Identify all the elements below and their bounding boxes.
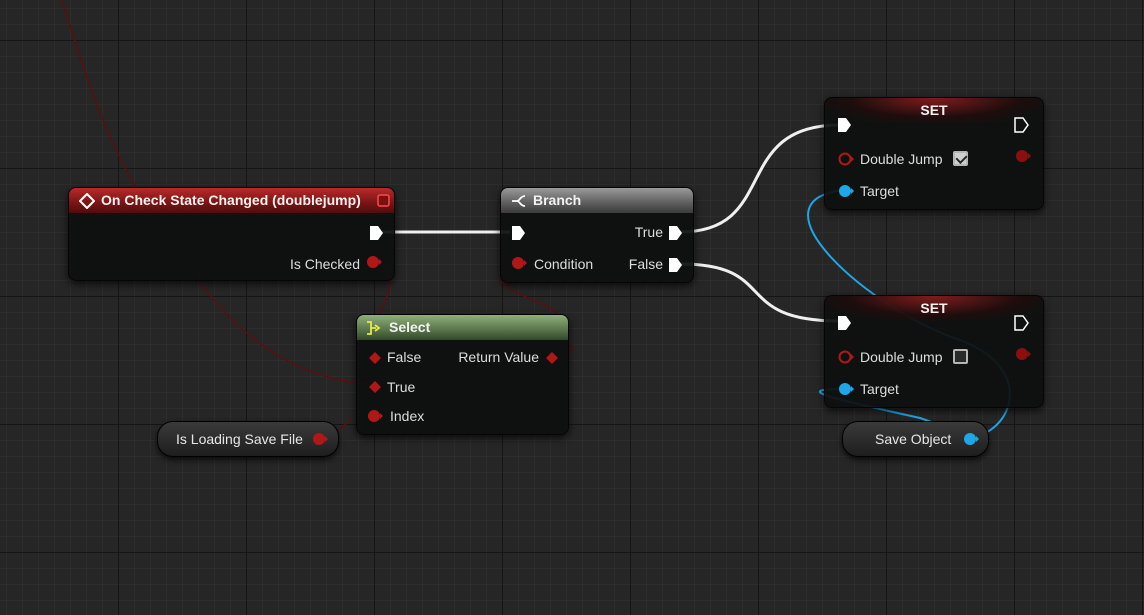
- select-false-pin-icon[interactable]: [369, 352, 381, 364]
- index-pin-icon[interactable]: [367, 409, 383, 423]
- event-node-title: On Check State Changed (doublejump): [101, 192, 361, 208]
- set-bottom-target-label: Target: [860, 381, 899, 397]
- select-true-label: True: [387, 379, 416, 395]
- set-bottom-double-jump-pin-icon[interactable]: [838, 350, 854, 364]
- is-loading-save-file-label: Is Loading Save File: [176, 431, 303, 447]
- bool-wire-condition: [499, 279, 561, 317]
- set-bottom-exec-out-pin-icon[interactable]: [1014, 315, 1029, 331]
- set-bottom-target-pin-icon[interactable]: [838, 382, 854, 396]
- event-node-header: On Check State Changed (doublejump): [69, 188, 394, 213]
- branch-icon: [512, 195, 526, 207]
- select-true-pin-icon[interactable]: [369, 381, 381, 393]
- stop-delegate-icon[interactable]: [377, 194, 390, 207]
- set-node-top-header: SET: [825, 98, 1043, 123]
- select-icon: [367, 321, 381, 335]
- event-node-check-state-changed[interactable]: On Check State Changed (doublejump) Is C…: [68, 187, 395, 281]
- set-top-double-jump-label: Double Jump: [860, 151, 943, 167]
- set-top-exec-in-pin-icon[interactable]: [837, 117, 852, 133]
- set-node-top-title: SET: [920, 102, 948, 118]
- set-top-double-jump-pin-icon[interactable]: [838, 152, 854, 166]
- branch-node-title: Branch: [533, 192, 582, 208]
- save-object-pin-icon[interactable]: [963, 432, 979, 446]
- bool-wire-background: [61, 0, 151, 211]
- set-bottom-output-pin-icon[interactable]: [1015, 347, 1031, 361]
- exec-in-pin-icon[interactable]: [511, 225, 526, 241]
- exec-out-pin-icon[interactable]: [369, 225, 384, 241]
- is-checked-label: Is Checked: [289, 256, 360, 272]
- set-node-top[interactable]: SET Double Jump Target: [824, 97, 1044, 210]
- branch-true-label: True: [634, 224, 663, 240]
- select-node-header: Select: [357, 315, 568, 340]
- exec-true-pin-icon[interactable]: [668, 225, 683, 241]
- select-node-title: Select: [389, 319, 431, 335]
- select-node[interactable]: Select False Return Value True Index: [356, 314, 569, 435]
- condition-pin-icon[interactable]: [511, 256, 527, 270]
- condition-label: Condition: [534, 256, 594, 272]
- return-value-label: Return Value: [458, 349, 539, 365]
- index-label: Index: [390, 408, 425, 424]
- branch-node-header: Branch: [501, 188, 693, 213]
- set-top-exec-out-pin-icon[interactable]: [1014, 117, 1029, 133]
- exec-false-pin-icon[interactable]: [668, 257, 683, 273]
- bool-wire-select-true: [194, 274, 371, 385]
- set-top-target-label: Target: [860, 183, 899, 199]
- set-bottom-double-jump-checkbox[interactable]: [953, 349, 968, 364]
- set-bottom-double-jump-label: Double Jump: [860, 349, 943, 365]
- branch-node[interactable]: Branch True Condition False: [500, 187, 694, 283]
- set-node-bottom[interactable]: SET Double Jump Target: [824, 295, 1044, 408]
- is-checked-pin-icon[interactable]: [366, 255, 382, 269]
- set-node-bottom-title: SET: [920, 300, 948, 316]
- save-object-label: Save Object: [875, 431, 952, 447]
- is-loading-pin-icon[interactable]: [312, 432, 328, 446]
- set-bottom-exec-in-pin-icon[interactable]: [837, 315, 852, 331]
- branch-false-label: False: [628, 256, 663, 272]
- set-top-target-pin-icon[interactable]: [838, 184, 854, 198]
- set-top-double-jump-checkbox[interactable]: [953, 151, 968, 166]
- select-false-label: False: [387, 349, 422, 365]
- return-value-pin-icon[interactable]: [546, 352, 558, 364]
- exec-wire-false-set: [679, 262, 841, 323]
- exec-wire-true-set: [679, 123, 841, 234]
- set-node-bottom-header: SET: [825, 296, 1043, 321]
- set-top-output-pin-icon[interactable]: [1015, 149, 1031, 163]
- is-loading-save-file-node[interactable]: Is Loading Save File: [157, 421, 339, 457]
- event-diamond-icon: [79, 193, 95, 209]
- save-object-node[interactable]: Save Object: [842, 421, 989, 457]
